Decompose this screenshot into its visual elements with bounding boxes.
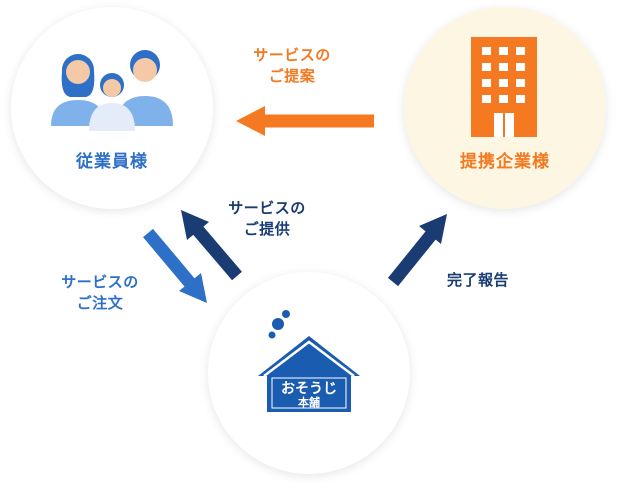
svg-text:おそうじ: おそうじ — [281, 381, 337, 397]
order-label-line2: ご注文 — [76, 294, 124, 312]
proposal-label: サービスの ご提案 — [242, 45, 342, 87]
provide-label: サービスの ご提供 — [212, 198, 322, 240]
proposal-label-line1: サービスの — [253, 46, 331, 64]
report-label: 完了報告 — [433, 270, 523, 291]
family-icon — [51, 50, 173, 131]
provide-label-line2: ご提供 — [243, 220, 291, 238]
partner-label: 提携企業様 — [460, 152, 550, 172]
svg-text:本舗: 本舗 — [298, 395, 320, 409]
order-label-line1: サービスの — [61, 273, 139, 291]
provide-label-line1: サービスの — [228, 199, 306, 217]
order-label: サービスの ご注文 — [45, 272, 155, 314]
company-circle: おそうじ 本舗 — [208, 272, 410, 474]
order-arrow — [143, 228, 207, 303]
report-label-line1: 完了報告 — [446, 271, 509, 289]
proposal-arrow — [236, 106, 374, 136]
employees-label: 従業員様 — [76, 152, 148, 172]
proposal-label-line2: ご提案 — [268, 67, 316, 85]
osouji-honpo-logo: おそうじ 本舗 — [258, 310, 360, 412]
provide-arrow — [181, 210, 242, 281]
partner-circle: 提携企業様 — [404, 7, 606, 209]
report-arrow — [387, 214, 447, 287]
employees-circle: 従業員様 — [11, 7, 213, 209]
building-icon — [471, 37, 537, 137]
